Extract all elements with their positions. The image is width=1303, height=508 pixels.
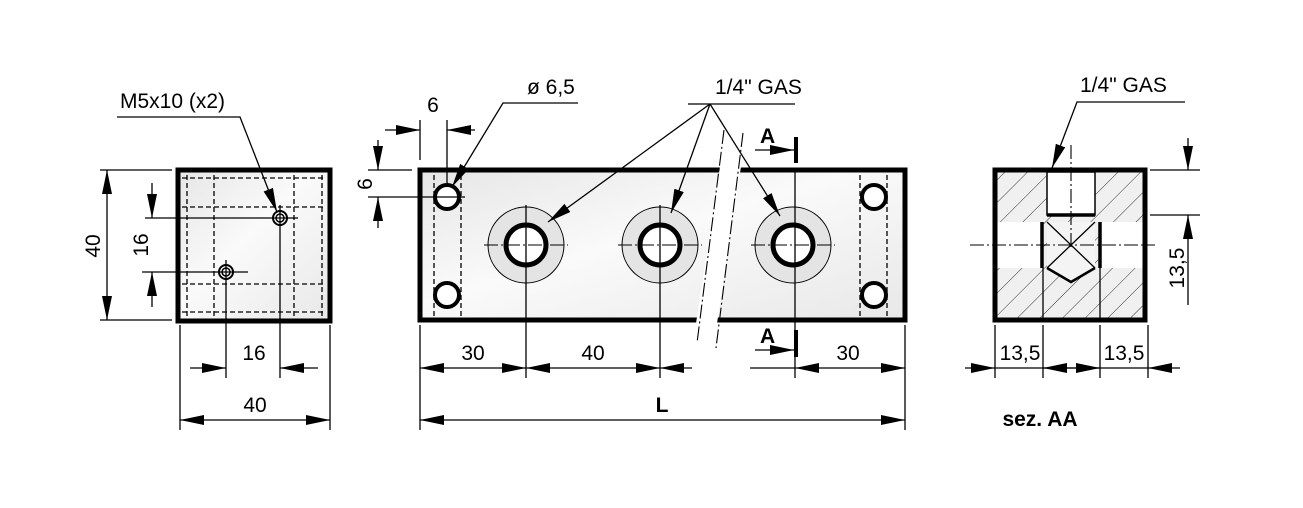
hole-leader [451, 102, 578, 188]
break-gap [695, 160, 742, 330]
dim-width-label: 40 [243, 394, 266, 417]
dim-edge-y-label: 6 [354, 178, 377, 190]
break-line [696, 129, 725, 344]
side-view: 40 16 16 40 M5x10 (x2) [82, 90, 333, 430]
mounting-hole [860, 281, 888, 309]
dim-pitch-label: 40 [581, 342, 604, 365]
bore-intersection [1047, 222, 1095, 283]
svg-text:A: A [760, 325, 775, 348]
drill-point [1046, 266, 1096, 284]
port-leader [1051, 101, 1185, 169]
section-title: sez. AA [1002, 408, 1077, 431]
dim-depth-label: 13,5 [1166, 248, 1189, 289]
dim-left-label: 13,5 [1000, 342, 1041, 365]
port-label: 1/4" GAS [1080, 74, 1167, 97]
mounting-holes [433, 183, 888, 309]
dim-right-label: 13,5 [1104, 342, 1145, 365]
port-leader [709, 103, 781, 217]
dim-height-label: 40 [82, 234, 105, 257]
port-leader [547, 103, 711, 223]
section-mark-top: A [755, 125, 798, 163]
hole-label: ø 6,5 [527, 76, 575, 99]
side-body [175, 167, 333, 324]
dim-hole-spacing-v-label: 16 [130, 233, 153, 256]
dim-last-label: 30 [836, 342, 859, 365]
break-line [715, 132, 744, 349]
mounting-hole [860, 183, 888, 211]
dim-length-label: L [656, 394, 669, 417]
section-view: 13,5 13,5 13,5 1/4" GAS sez. AA [965, 74, 1200, 431]
thread-label: M5x10 (x2) [120, 90, 225, 113]
dim-hole-spacing-h-label: 16 [242, 342, 265, 365]
section-mark-bottom: A [755, 325, 798, 357]
hidden-lines [182, 175, 326, 316]
dim-first-label: 30 [461, 342, 484, 365]
dim-edge-x-label: 6 [427, 94, 439, 117]
port-leader [670, 103, 711, 214]
front-view: A A 6 6 30 40 30 L ø 6,5 [354, 76, 908, 430]
port-label: 1/4" GAS [715, 76, 802, 99]
thread-leader [117, 116, 278, 213]
mounting-hole [433, 281, 461, 309]
svg-text:A: A [760, 125, 775, 148]
